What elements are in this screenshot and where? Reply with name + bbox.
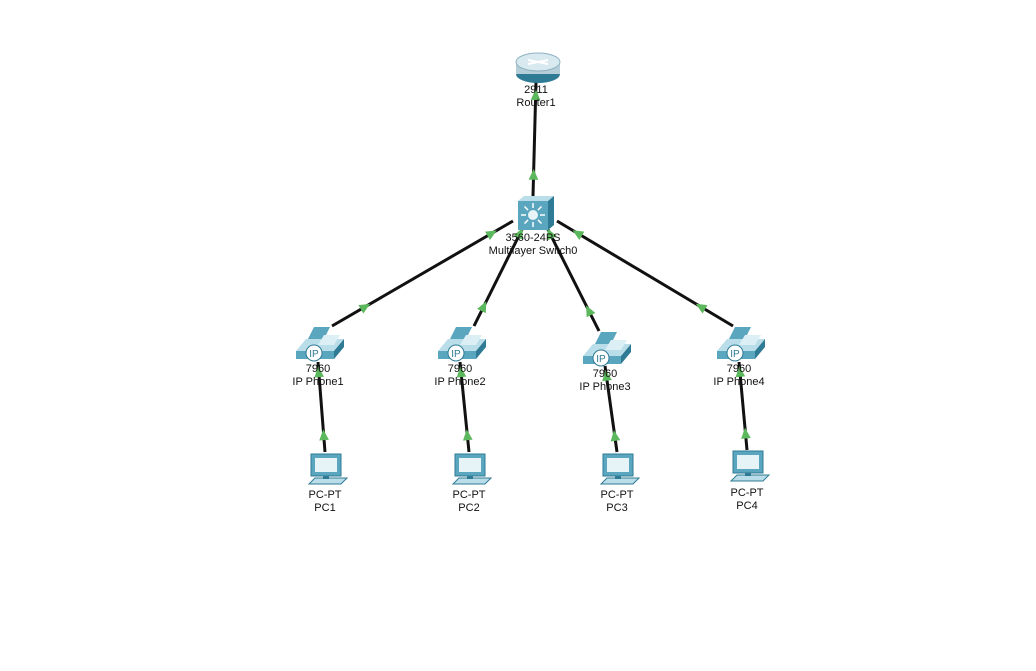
device-name-label: IP Phone3 [579, 381, 630, 393]
device-model-label: PC-PT [309, 489, 342, 501]
link-switch0-phone3[interactable] [542, 220, 601, 332]
device-name-label: PC2 [458, 502, 479, 514]
link-status-up-icon [456, 366, 467, 378]
links-layer [314, 81, 751, 453]
link-phone1-pc1[interactable] [314, 361, 329, 453]
pc-icon[interactable] [307, 453, 349, 485]
device-name-label: IP Phone1 [292, 376, 343, 388]
link-status-up-icon [530, 89, 541, 101]
device-model-label: 7960 [306, 363, 330, 375]
link-status-up-icon [528, 168, 539, 180]
link-status-up-icon [572, 230, 585, 240]
link-router1-switch0[interactable] [528, 81, 541, 197]
link-status-up-icon [741, 427, 751, 439]
link-cable[interactable] [556, 219, 734, 328]
ip-phone-icon[interactable]: IP [296, 327, 344, 362]
ip-phone-icon[interactable]: IP [438, 327, 486, 362]
pc-icon[interactable] [729, 450, 771, 482]
device-name-label: PC4 [736, 500, 757, 512]
device-name-label: PC3 [606, 502, 627, 514]
pc-icon[interactable] [451, 453, 493, 485]
ip-badge-glyph: IP [596, 354, 606, 365]
link-status-up-icon [695, 303, 708, 314]
device-model-label: 7960 [448, 363, 472, 375]
device-model-label: 3560-24PS [505, 232, 560, 244]
pc-icon[interactable] [599, 453, 641, 485]
link-switch0-phone1[interactable] [331, 219, 514, 328]
device-name-label: IP Phone2 [434, 376, 485, 388]
link-switch0-phone4[interactable] [556, 219, 734, 328]
link-status-up-icon [477, 301, 487, 314]
device-model-label: PC-PT [731, 487, 764, 499]
link-phone2-pc2[interactable] [456, 361, 473, 453]
link-phone4-pc4[interactable] [735, 361, 751, 451]
multilayer-switch-icon[interactable] [518, 196, 554, 230]
link-status-up-icon [319, 429, 329, 441]
device-model-label: 7960 [727, 363, 751, 375]
link-status-up-icon [586, 305, 596, 318]
link-status-up-icon [314, 366, 325, 378]
link-status-up-icon [547, 228, 557, 241]
device-model-label: PC-PT [601, 489, 634, 501]
device-name-label: Multilayer Switch0 [489, 245, 578, 257]
link-status-up-icon [462, 429, 473, 441]
device-name-label: PC1 [314, 502, 335, 514]
ip-badge-glyph: IP [451, 349, 461, 360]
link-status-up-icon [485, 230, 497, 240]
link-status-up-icon [602, 369, 612, 382]
link-phone3-pc3[interactable] [602, 365, 621, 453]
link-status-up-icon [735, 366, 746, 378]
link-switch0-phone2[interactable] [472, 220, 528, 327]
device-model-label: 2911 [524, 84, 548, 96]
link-status-up-icon [513, 227, 523, 240]
ip-badge-glyph: IP [730, 349, 740, 360]
device-name-label: IP Phone4 [713, 376, 764, 388]
device-model-label: PC-PT [453, 489, 486, 501]
link-status-up-icon [610, 430, 621, 442]
device-model-label: 7960 [593, 368, 617, 380]
ip-phone-icon[interactable]: IP [583, 332, 631, 367]
link-status-up-icon [358, 303, 371, 314]
router-icon[interactable] [515, 52, 561, 83]
ip-phone-icon[interactable]: IP [717, 327, 765, 362]
ip-badge-glyph: IP [309, 349, 319, 360]
device-name-label: Router1 [516, 97, 555, 109]
